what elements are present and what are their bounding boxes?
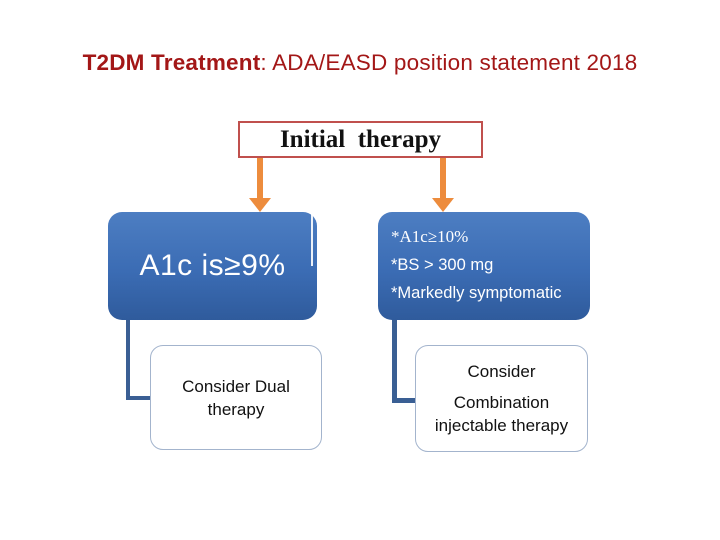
condition-a1c-9-label: A1c is≥9%: [139, 249, 286, 282]
action-box-combination-injectable: Consider Combination injectable therapy: [415, 345, 588, 452]
arrow-head: [432, 198, 454, 212]
initial-therapy-label: Initial therapy: [279, 125, 442, 153]
connector-right-horizontal: [392, 398, 417, 403]
criteria-a1c-10: *A1c≥10%: [391, 227, 469, 246]
down-arrow-left-icon: [249, 158, 271, 212]
slide-title-rest: : ADA/EASD position statement 2018: [260, 50, 638, 75]
connector-left-horizontal: [126, 396, 152, 400]
condition-box-a1c-10: *A1c≥10% *BS > 300 mg *Markedly symptoma…: [378, 212, 590, 320]
arrow-stem: [257, 158, 263, 198]
criteria-bs-300: *BS > 300 mg: [391, 256, 494, 274]
condition-box-a1c-9: A1c is≥9%: [108, 212, 317, 320]
stray-line-artifact: [311, 214, 313, 266]
arrow-stem: [440, 158, 446, 198]
action-dual-therapy-label: Consider Dual therapy: [182, 376, 290, 419]
connector-left-vertical: [126, 320, 130, 400]
arrow-head: [249, 198, 271, 212]
action-combination-injectable-label: Combination injectable therapy: [434, 393, 569, 435]
action-consider-label: Consider: [467, 362, 536, 381]
connector-right-vertical: [392, 320, 397, 403]
initial-therapy-box: Initial therapy: [238, 121, 483, 158]
criteria-markedly-symptomatic: *Markedly symptomatic: [391, 284, 562, 302]
down-arrow-right-icon: [432, 158, 454, 212]
slide-title: T2DM Treatment: ADA/EASD position statem…: [0, 50, 720, 76]
action-box-dual-therapy: Consider Dual therapy: [150, 345, 322, 450]
slide-title-emphasis: T2DM Treatment: [82, 50, 261, 75]
